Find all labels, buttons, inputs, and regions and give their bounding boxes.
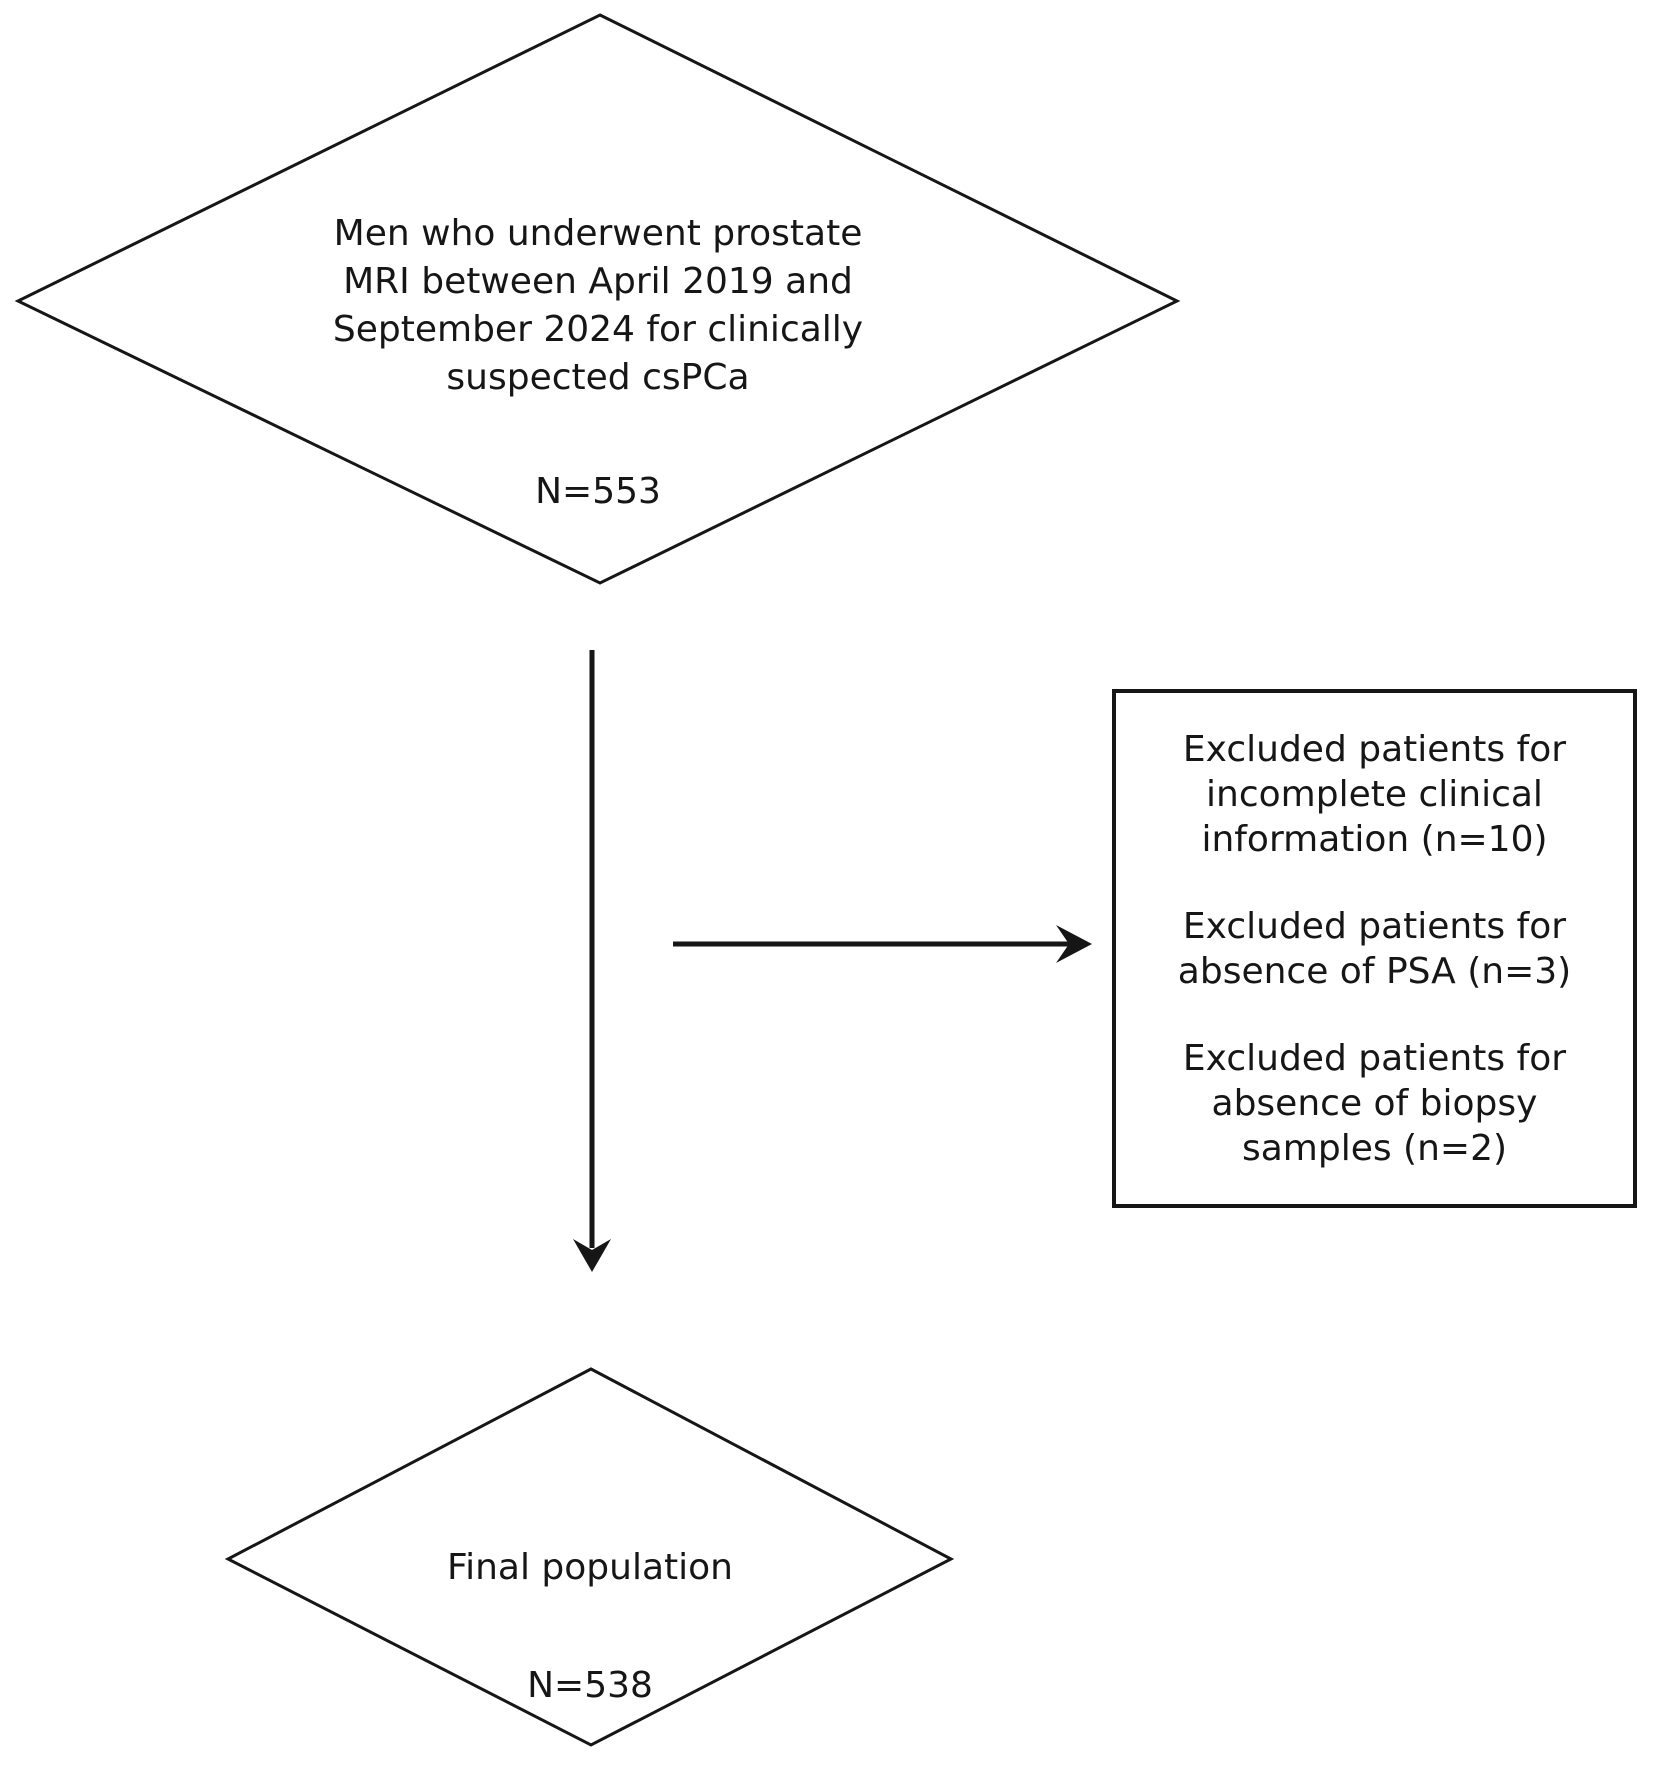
down-arrow-head-icon (573, 1239, 611, 1272)
final-population-text: Final population (447, 1547, 733, 1588)
final-diamond-shape (224, 1367, 955, 1747)
exclusion-box: Excluded patients for incomplete clinica… (1112, 689, 1637, 1208)
source-population-text: Men who underwent prostate MRI between A… (332, 213, 864, 398)
final-population-label: Final population N=538 (340, 1496, 840, 1758)
exclusion-arrow-head-icon (1056, 925, 1092, 963)
exclusion-item: Excluded patients for incomplete clinica… (1182, 728, 1567, 860)
source-population-count: N=553 (535, 471, 661, 512)
exclusion-item: Excluded patients for absence of biopsy … (1182, 1037, 1567, 1169)
exclusion-item: Excluded patients for absence of PSA (n=… (1177, 905, 1572, 992)
source-population-label: Men who underwent prostate MRI between A… (298, 162, 898, 564)
source-diamond-shape (14, 13, 1181, 585)
final-population-count: N=538 (527, 1665, 653, 1706)
